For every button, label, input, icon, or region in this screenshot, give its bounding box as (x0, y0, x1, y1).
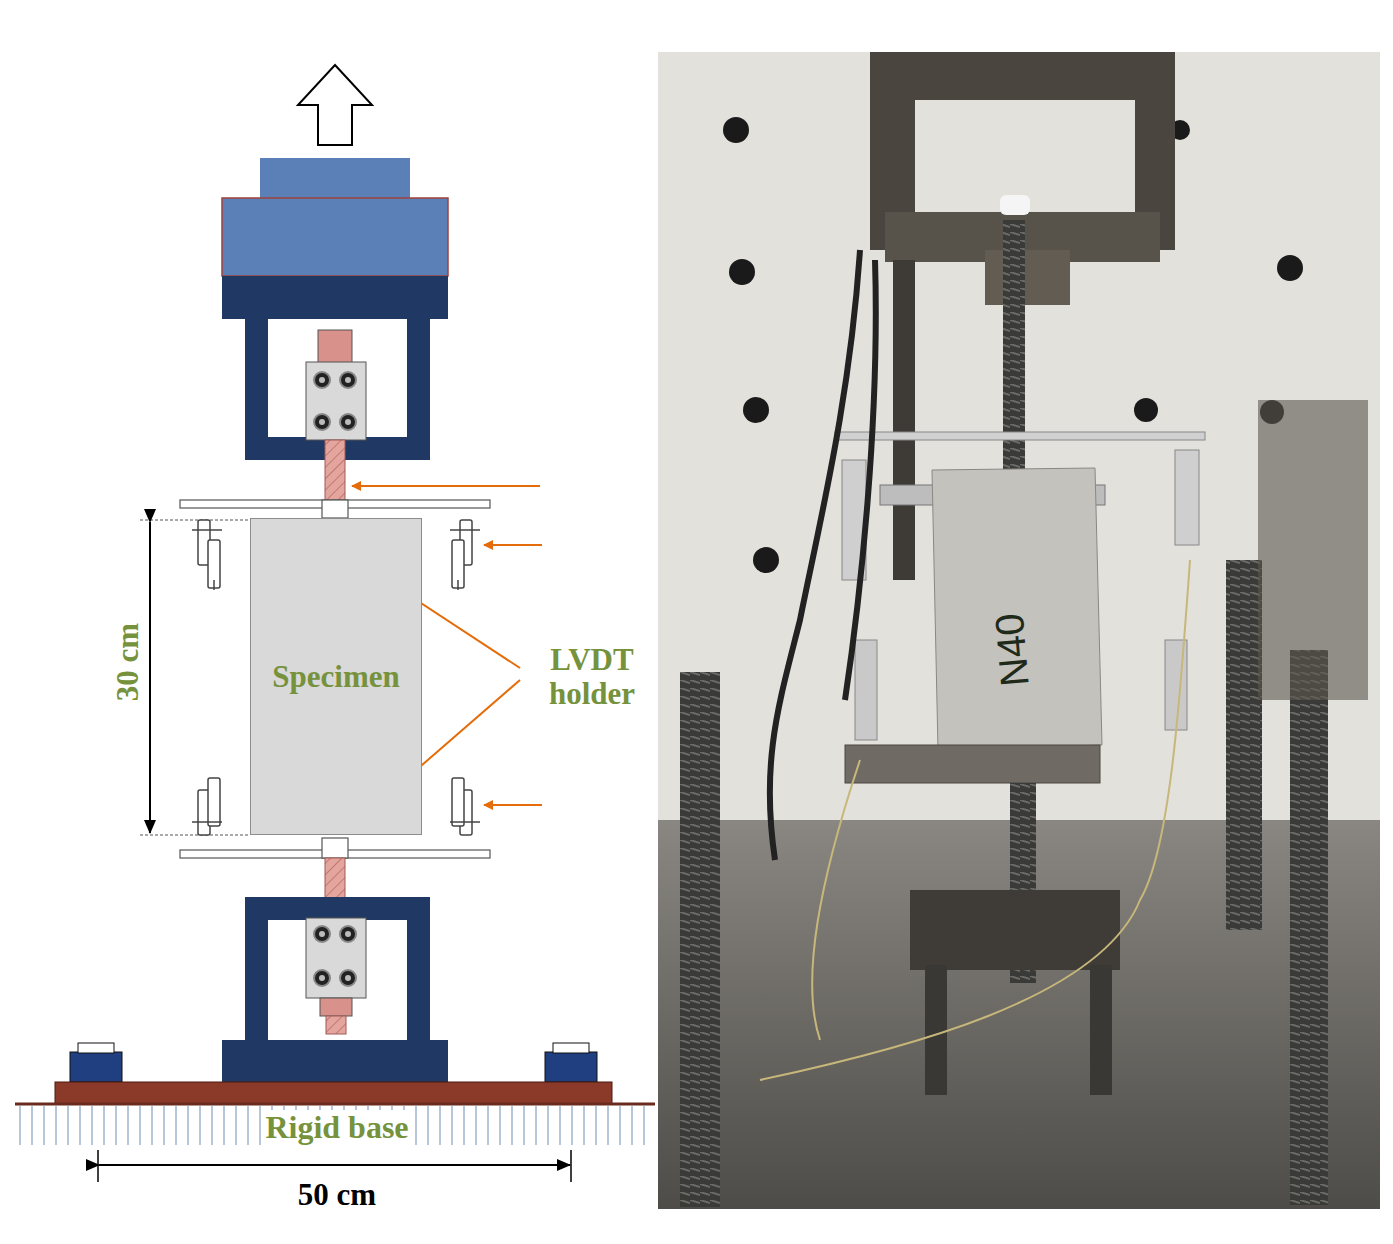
part-label: LVDT holder (536, 643, 648, 711)
dimension-label: 30 cm (111, 623, 145, 701)
part-label: Rigid base (261, 1110, 412, 1145)
dimension-label: 50 cm (298, 1178, 376, 1212)
specimen-marking: N40 (987, 612, 1037, 689)
node-text: Specimen (272, 659, 399, 695)
specimen-box: Specimen (250, 518, 422, 835)
